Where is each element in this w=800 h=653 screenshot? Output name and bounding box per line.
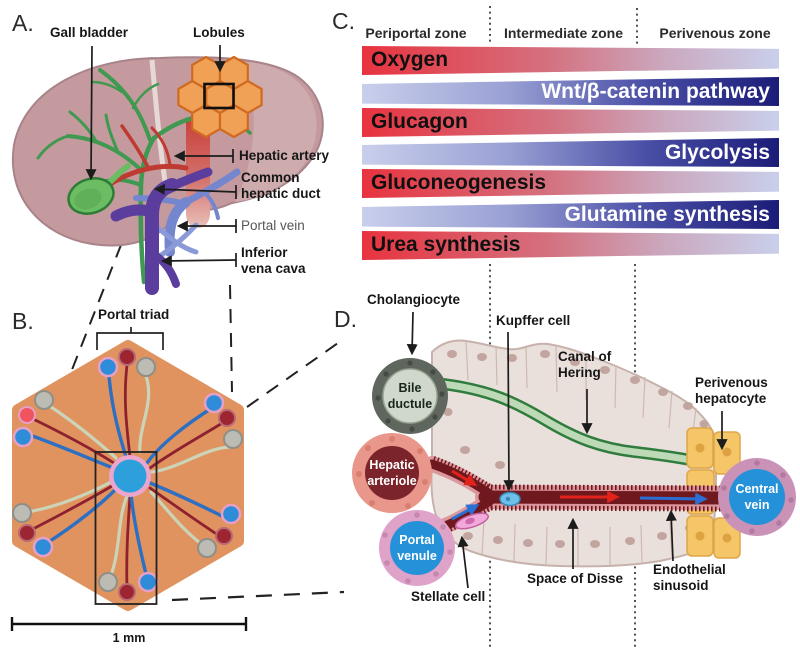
kupffer-cell-label: Kupffer cell [496, 313, 571, 328]
portal-triad-bracket [96, 327, 164, 350]
hepatic-arteriole-circle [352, 433, 432, 513]
zonation-bar-wnt-pathway: Wnt/β-catenin pathway [362, 77, 779, 106]
central-vein-lobule-lumen [113, 459, 147, 493]
panel-connector-lines [65, 221, 345, 602]
bile-ductule-circle [372, 358, 448, 434]
inferior-vena-cava-label: Inferior vena cava [241, 245, 306, 276]
panel-a-letter: A. [12, 10, 34, 36]
panel-b-lobule-illustration [10, 327, 248, 631]
space-of-disse-label: Space of Disse [527, 571, 624, 586]
stellate-cell-label: Stellate cell [411, 589, 486, 604]
hepatic-arteriole-label: Hepatic arteriole [367, 458, 417, 488]
sinusoid-zoom-rectangle [94, 451, 158, 605]
portal-vein-label: Portal vein [241, 218, 305, 233]
central-vein-label: Central vein [735, 482, 779, 512]
scale-bar [10, 617, 248, 631]
inferior-vena-cava-vessel [110, 167, 213, 295]
stellate-cell-nucleus [465, 517, 475, 525]
zonation-bar-glutamine-synthesis: Glutamine synthesis [362, 200, 779, 229]
panel-d-sinusoid-illustration [352, 311, 796, 589]
lobule-zoom-square [203, 82, 235, 110]
panel-b-letter: B. [12, 308, 34, 334]
endothelial-sinusoid-label: Endothelial sinusoid [653, 562, 726, 593]
panel-c-letter: C. [332, 8, 355, 34]
gall-bladder-shape [67, 163, 131, 215]
hepatocyte-cell-borders [465, 340, 699, 566]
blood-flow-arrows [451, 469, 708, 521]
cholangiocyte-label: Cholangiocyte [367, 292, 461, 307]
portal-triad-label: Portal triad [98, 307, 170, 322]
central-vein-circle [718, 458, 796, 536]
portal-venule-circle [379, 510, 455, 586]
portal-venule-label: Portal venule [397, 533, 437, 563]
canal-of-hering-label: Canal of Hering [558, 349, 612, 380]
scale-bar-label: 1 mm [112, 631, 146, 645]
lobules-label: Lobules [193, 25, 245, 40]
panel-d-leader-lines [406, 311, 728, 589]
lobules-hexagon-cluster [177, 55, 263, 139]
gall-bladder-label: Gall bladder [50, 25, 129, 40]
falciform-ligament [149, 59, 170, 196]
canal-of-hering-channel [442, 378, 702, 468]
panel-d-letter: D. [334, 306, 357, 332]
hepatic-artery-label: Hepatic artery [239, 148, 330, 163]
perivenous-zone-header: Perivenous zone [659, 25, 771, 41]
panel-a-liver-illustration [11, 45, 324, 295]
bile-ductule-label: Bile ductule [387, 381, 433, 411]
lobule-corner-triads [12, 348, 243, 601]
panel-a-leader-lines [85, 45, 237, 267]
periportal-zone-header: Periportal zone [365, 25, 467, 41]
perivenous-hepatocyte-label: Perivenous hepatocyte [695, 375, 768, 406]
kupffer-cell-nucleus [505, 496, 511, 502]
common-hepatic-duct-label: Common hepatic duct [241, 170, 321, 201]
lobule-venules [25, 374, 230, 580]
intermediate-zone-header: Intermediate zone [503, 25, 624, 41]
